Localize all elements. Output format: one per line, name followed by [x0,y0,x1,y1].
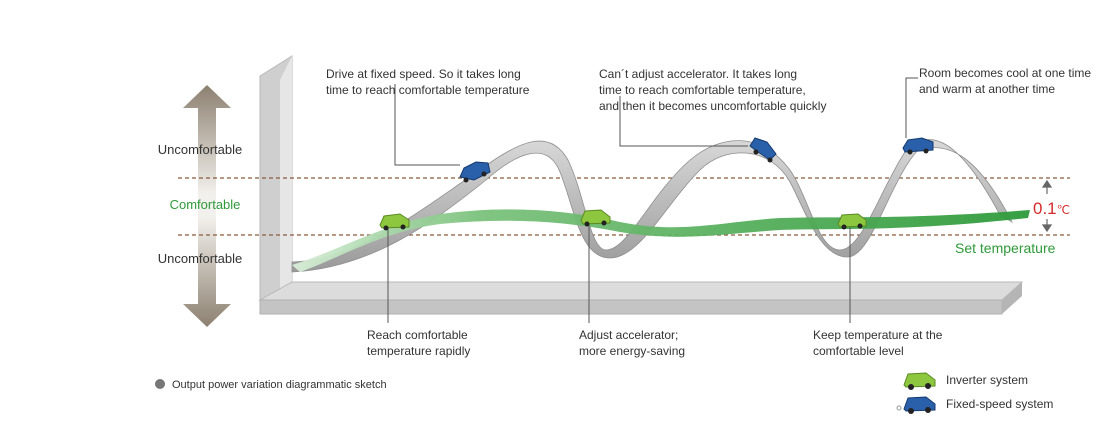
inverter-car-icon [837,213,867,230]
inverter-car-icon [379,213,410,231]
annotation-bottom-left-line-2: temperature rapidly [367,344,470,358]
fixed-speed-car-icon [749,137,777,163]
inverter-car-icon [580,209,611,227]
annotation-bottom-right-line-2: comfortable level [813,344,904,358]
annotation-bottom-mid-line-1: Adjust accelerator; [579,328,678,342]
annotation-bottom-right-line-1: Keep temperature at the [813,328,943,342]
legend-inverter-label: Inverter system [946,373,1028,387]
annotation-top-right-line-2: and warm at another time [919,82,1055,96]
tolerance-arrows [1041,179,1053,233]
annotation-top-right-line-1: Room becomes cool at one time [919,66,1091,80]
annotation-top-left-line-1: Drive at fixed speed. So it takes long [326,67,521,81]
fixed-speed-ribbon [291,139,1013,273]
annotation-top-mid-line-2: time to reach comfortable temperature, [599,83,806,97]
footnote-bullet-icon [155,379,165,389]
legend-inverter-car-icon [903,372,936,390]
axis-frame [258,55,1024,315]
set-temperature-label: Set temperature [955,240,1056,256]
zone-label-upper: Uncomfortable [158,142,243,157]
fixed-speed-car-icon [459,161,491,183]
footnote-text: Output power variation diagrammatic sket… [172,379,387,391]
legend-fixed-car-icon [896,396,936,414]
callout-lines [387,77,918,323]
fixed-speed-car-icon [902,137,934,155]
legend: Inverter system Fixed-speed system [896,372,1053,414]
annotation-top-mid-line-3: and then it becomes uncomfortable quickl… [599,99,826,113]
annotation-top-left-line-2: time to reach comfortable temperature [326,83,530,97]
annotation-top-mid-line-1: Can´t adjust accelerator. It takes long [599,67,797,81]
annotation-bottom-mid-line-2: more energy-saving [579,344,685,358]
legend-fixed-label: Fixed-speed system [946,397,1053,411]
comfort-scale-arrow [183,85,231,327]
annotation-bottom-left-line-1: Reach comfortable [367,328,468,342]
zone-label-comfortable: Comfortable [170,197,241,212]
tolerance-value: 0.1℃ [1033,199,1070,218]
zone-label-lower: Uncomfortable [158,251,243,266]
